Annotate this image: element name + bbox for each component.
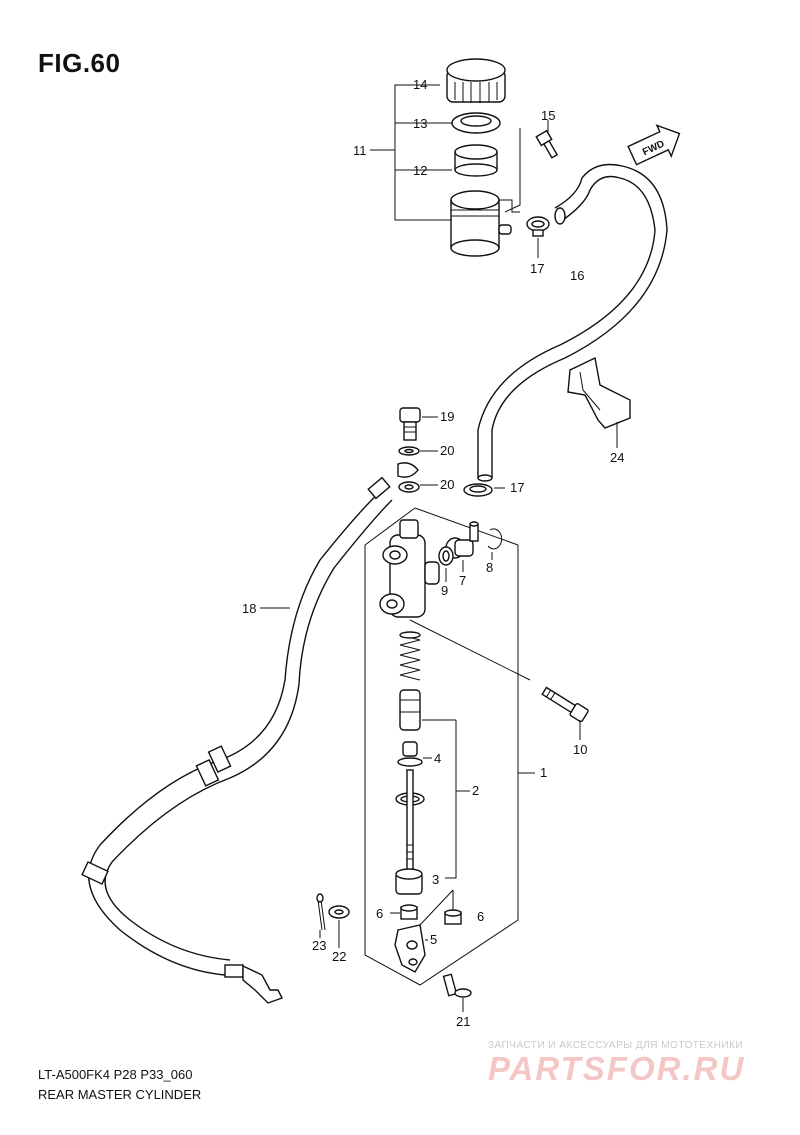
assembly-outline: [364, 507, 519, 986]
reservoir-assembly: [370, 58, 521, 257]
callout-5: 5: [430, 932, 437, 947]
return-spring[interactable]: [399, 631, 421, 681]
dust-boot[interactable]: [395, 868, 423, 895]
mounting-bolt[interactable]: [541, 685, 589, 723]
hose-clamp-upper[interactable]: [526, 216, 550, 237]
callout-9: 9: [441, 583, 448, 598]
callout-17-lower: 17: [510, 480, 524, 495]
fwd-arrow-icon: FWD: [627, 124, 681, 166]
cotter-pin[interactable]: [316, 893, 326, 931]
diaphragm[interactable]: [454, 144, 498, 177]
brake-hose[interactable]: [81, 462, 419, 1004]
plain-washer[interactable]: [328, 905, 350, 919]
callout-16: 16: [570, 268, 584, 283]
gasket-washer-lower[interactable]: [398, 481, 420, 493]
clevis[interactable]: [394, 924, 426, 973]
callout-7: 7: [459, 573, 466, 588]
callout-6-left: 6: [376, 906, 383, 921]
lock-nut-right[interactable]: [444, 909, 462, 925]
callout-15: 15: [541, 108, 555, 123]
push-rod[interactable]: [406, 769, 414, 871]
watermark-logo: PARTSFOR.RU: [488, 1050, 746, 1087]
diagram-subtitle: REAR MASTER CYLINDER: [38, 1087, 202, 1102]
callout-17-upper: 17: [530, 261, 544, 276]
gasket-washer-upper[interactable]: [398, 446, 420, 456]
callout-14: 14: [413, 77, 427, 92]
reservoir-hose[interactable]: [477, 163, 668, 482]
figure-title: FIG.60: [38, 48, 121, 78]
lock-nut-left[interactable]: [400, 904, 418, 920]
callout-19: 19: [440, 409, 454, 424]
callout-3: 3: [432, 872, 439, 887]
callout-13: 13: [413, 116, 427, 131]
callout-12: 12: [413, 163, 427, 178]
callout-1: 1: [540, 765, 547, 780]
callout-20-upper: 20: [440, 443, 454, 458]
reservoir-cap[interactable]: [446, 58, 506, 103]
callout-2: 2: [472, 783, 479, 798]
diaphragm-plate[interactable]: [451, 112, 501, 134]
callout-20-lower: 20: [440, 477, 454, 492]
callout-22: 22: [332, 949, 346, 964]
retaining-ring[interactable]: [487, 528, 503, 550]
push-rod-cap[interactable]: [397, 741, 423, 767]
master-cylinder-body[interactable]: [379, 519, 440, 618]
callout-8: 8: [486, 560, 493, 575]
diagram-code: LT-A500FK4 P28 P33_060: [38, 1067, 193, 1082]
callout-23: 23: [312, 938, 326, 953]
hose-clamp-lower[interactable]: [463, 483, 493, 497]
callout-10: 10: [573, 742, 587, 757]
hose-clip[interactable]: [567, 356, 631, 429]
reservoir-bolt[interactable]: [535, 129, 559, 160]
watermark-tagline: ЗАПЧАСТИ И АКСЕССУАРЫ ДЛЯ МОТОТЕХНИКИ: [488, 1040, 744, 1051]
callout-4: 4: [434, 751, 441, 766]
reservoir-body[interactable]: [450, 190, 520, 257]
clevis-pin[interactable]: [442, 973, 472, 998]
callout-6-right: 6: [477, 909, 484, 924]
callout-18: 18: [242, 601, 256, 616]
callout-21: 21: [456, 1014, 470, 1029]
piston-set[interactable]: [399, 689, 421, 731]
callout-11: 11: [353, 143, 367, 158]
o-ring[interactable]: [438, 546, 454, 566]
union-bolt[interactable]: [399, 407, 421, 441]
callout-24: 24: [610, 450, 624, 465]
